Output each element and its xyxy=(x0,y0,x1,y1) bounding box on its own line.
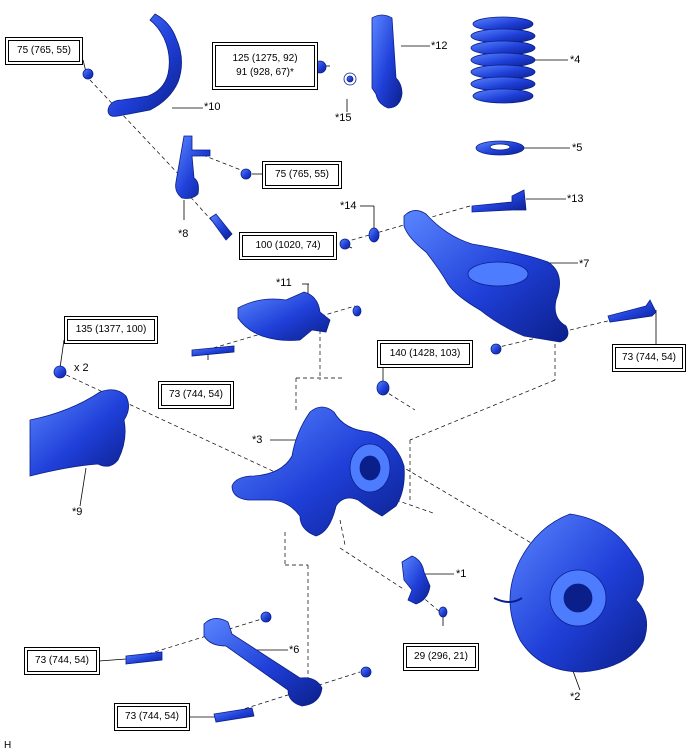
lateral-link xyxy=(203,618,323,707)
torque-box-stabilizer-nut-top: 75 (765, 55) xyxy=(5,37,83,65)
link-nut-rear xyxy=(360,666,372,678)
stabilizer-link xyxy=(175,135,211,199)
callout-10: *10 xyxy=(204,101,221,113)
shock-absorber xyxy=(371,14,403,109)
bracket-bolt-small xyxy=(438,606,448,618)
torque-value: 100 (1020, 74) xyxy=(255,240,321,251)
torque-box-upper-arm: 73 (744, 54) xyxy=(158,381,234,409)
link-nut-front xyxy=(260,611,272,623)
torque-value: 29 (296, 21) xyxy=(414,651,468,662)
torque-value: 75 (765, 55) xyxy=(275,169,329,180)
callout-3: *3 xyxy=(252,434,263,446)
callout-15: *15 xyxy=(335,112,352,124)
torque-box-trailing-arm: 135 (1377, 100) xyxy=(64,316,158,344)
callout-6: *6 xyxy=(289,644,300,656)
torque-value: 73 (744, 54) xyxy=(169,389,223,400)
callout-5: *5 xyxy=(572,142,583,154)
torque-value: 135 (1377, 100) xyxy=(75,324,147,335)
arm-washer xyxy=(368,227,380,243)
trailing-arm xyxy=(29,389,129,477)
stabilizer-nut-bottom xyxy=(240,168,252,180)
callout-11: *11 xyxy=(276,277,292,289)
torque-value-1: 125 (1275, 92) xyxy=(232,53,298,64)
torque-value: 75 (765, 55) xyxy=(17,45,71,56)
torque-box-knuckle-nut: 140 (1428, 103) xyxy=(377,340,473,368)
torque-box-bracket-bolt: 29 (296, 21) xyxy=(403,643,479,671)
torque-box-stabilizer-nut-bottom: 75 (765, 55) xyxy=(262,161,342,189)
knuckle-nut xyxy=(376,380,390,396)
callout-9: *9 xyxy=(72,506,83,518)
rear-nut xyxy=(490,343,502,355)
trailing-arm-nut xyxy=(53,365,67,379)
callout-14: *14 xyxy=(340,200,357,212)
torque-value: 73 (744, 54) xyxy=(35,655,89,666)
callout-7: *7 xyxy=(579,258,590,270)
torque-box-shock-nut: 125 (1275, 92) 91 (928, 67)* xyxy=(212,42,318,90)
torque-value: 140 (1428, 103) xyxy=(389,348,461,359)
arm-bolt xyxy=(471,189,527,213)
bracket-bolt xyxy=(191,345,235,357)
callout-13: *13 xyxy=(567,193,584,205)
rear-bolt xyxy=(607,299,657,323)
link-bolt-front xyxy=(125,651,163,665)
torque-value: 73 (744, 54) xyxy=(125,711,179,722)
coil-spring xyxy=(470,16,536,104)
bracket-nut xyxy=(352,305,362,317)
callout-2: *2 xyxy=(570,691,581,703)
upper-arm-bracket xyxy=(237,291,331,341)
callout-8: *8 xyxy=(178,228,189,240)
callout-1: *1 xyxy=(456,568,467,580)
torque-value-2: 91 (928, 67)* xyxy=(236,67,294,78)
quantity-note: x 2 xyxy=(74,362,89,374)
rear-axle-carrier xyxy=(231,406,405,537)
callout-12: *12 xyxy=(431,40,448,52)
link-bolt-rear xyxy=(213,707,255,723)
torque-box-rear-bolt: 73 (744, 54) xyxy=(612,344,686,372)
corner-letter: H xyxy=(4,740,12,751)
parking-brake-bracket xyxy=(401,555,431,605)
link-bolt xyxy=(209,213,233,241)
torque-box-arm-bolt: 100 (1020, 74) xyxy=(239,232,337,260)
torque-value: 73 (744, 54) xyxy=(622,352,676,363)
torque-box-link-rear: 73 (744, 54) xyxy=(114,703,190,731)
torque-box-link-front: 73 (744, 54) xyxy=(24,647,100,675)
callout-4: *4 xyxy=(570,54,581,66)
arm-nut xyxy=(339,238,351,250)
stabilizer-nut-top xyxy=(82,68,94,80)
stabilizer-bar xyxy=(107,13,182,117)
